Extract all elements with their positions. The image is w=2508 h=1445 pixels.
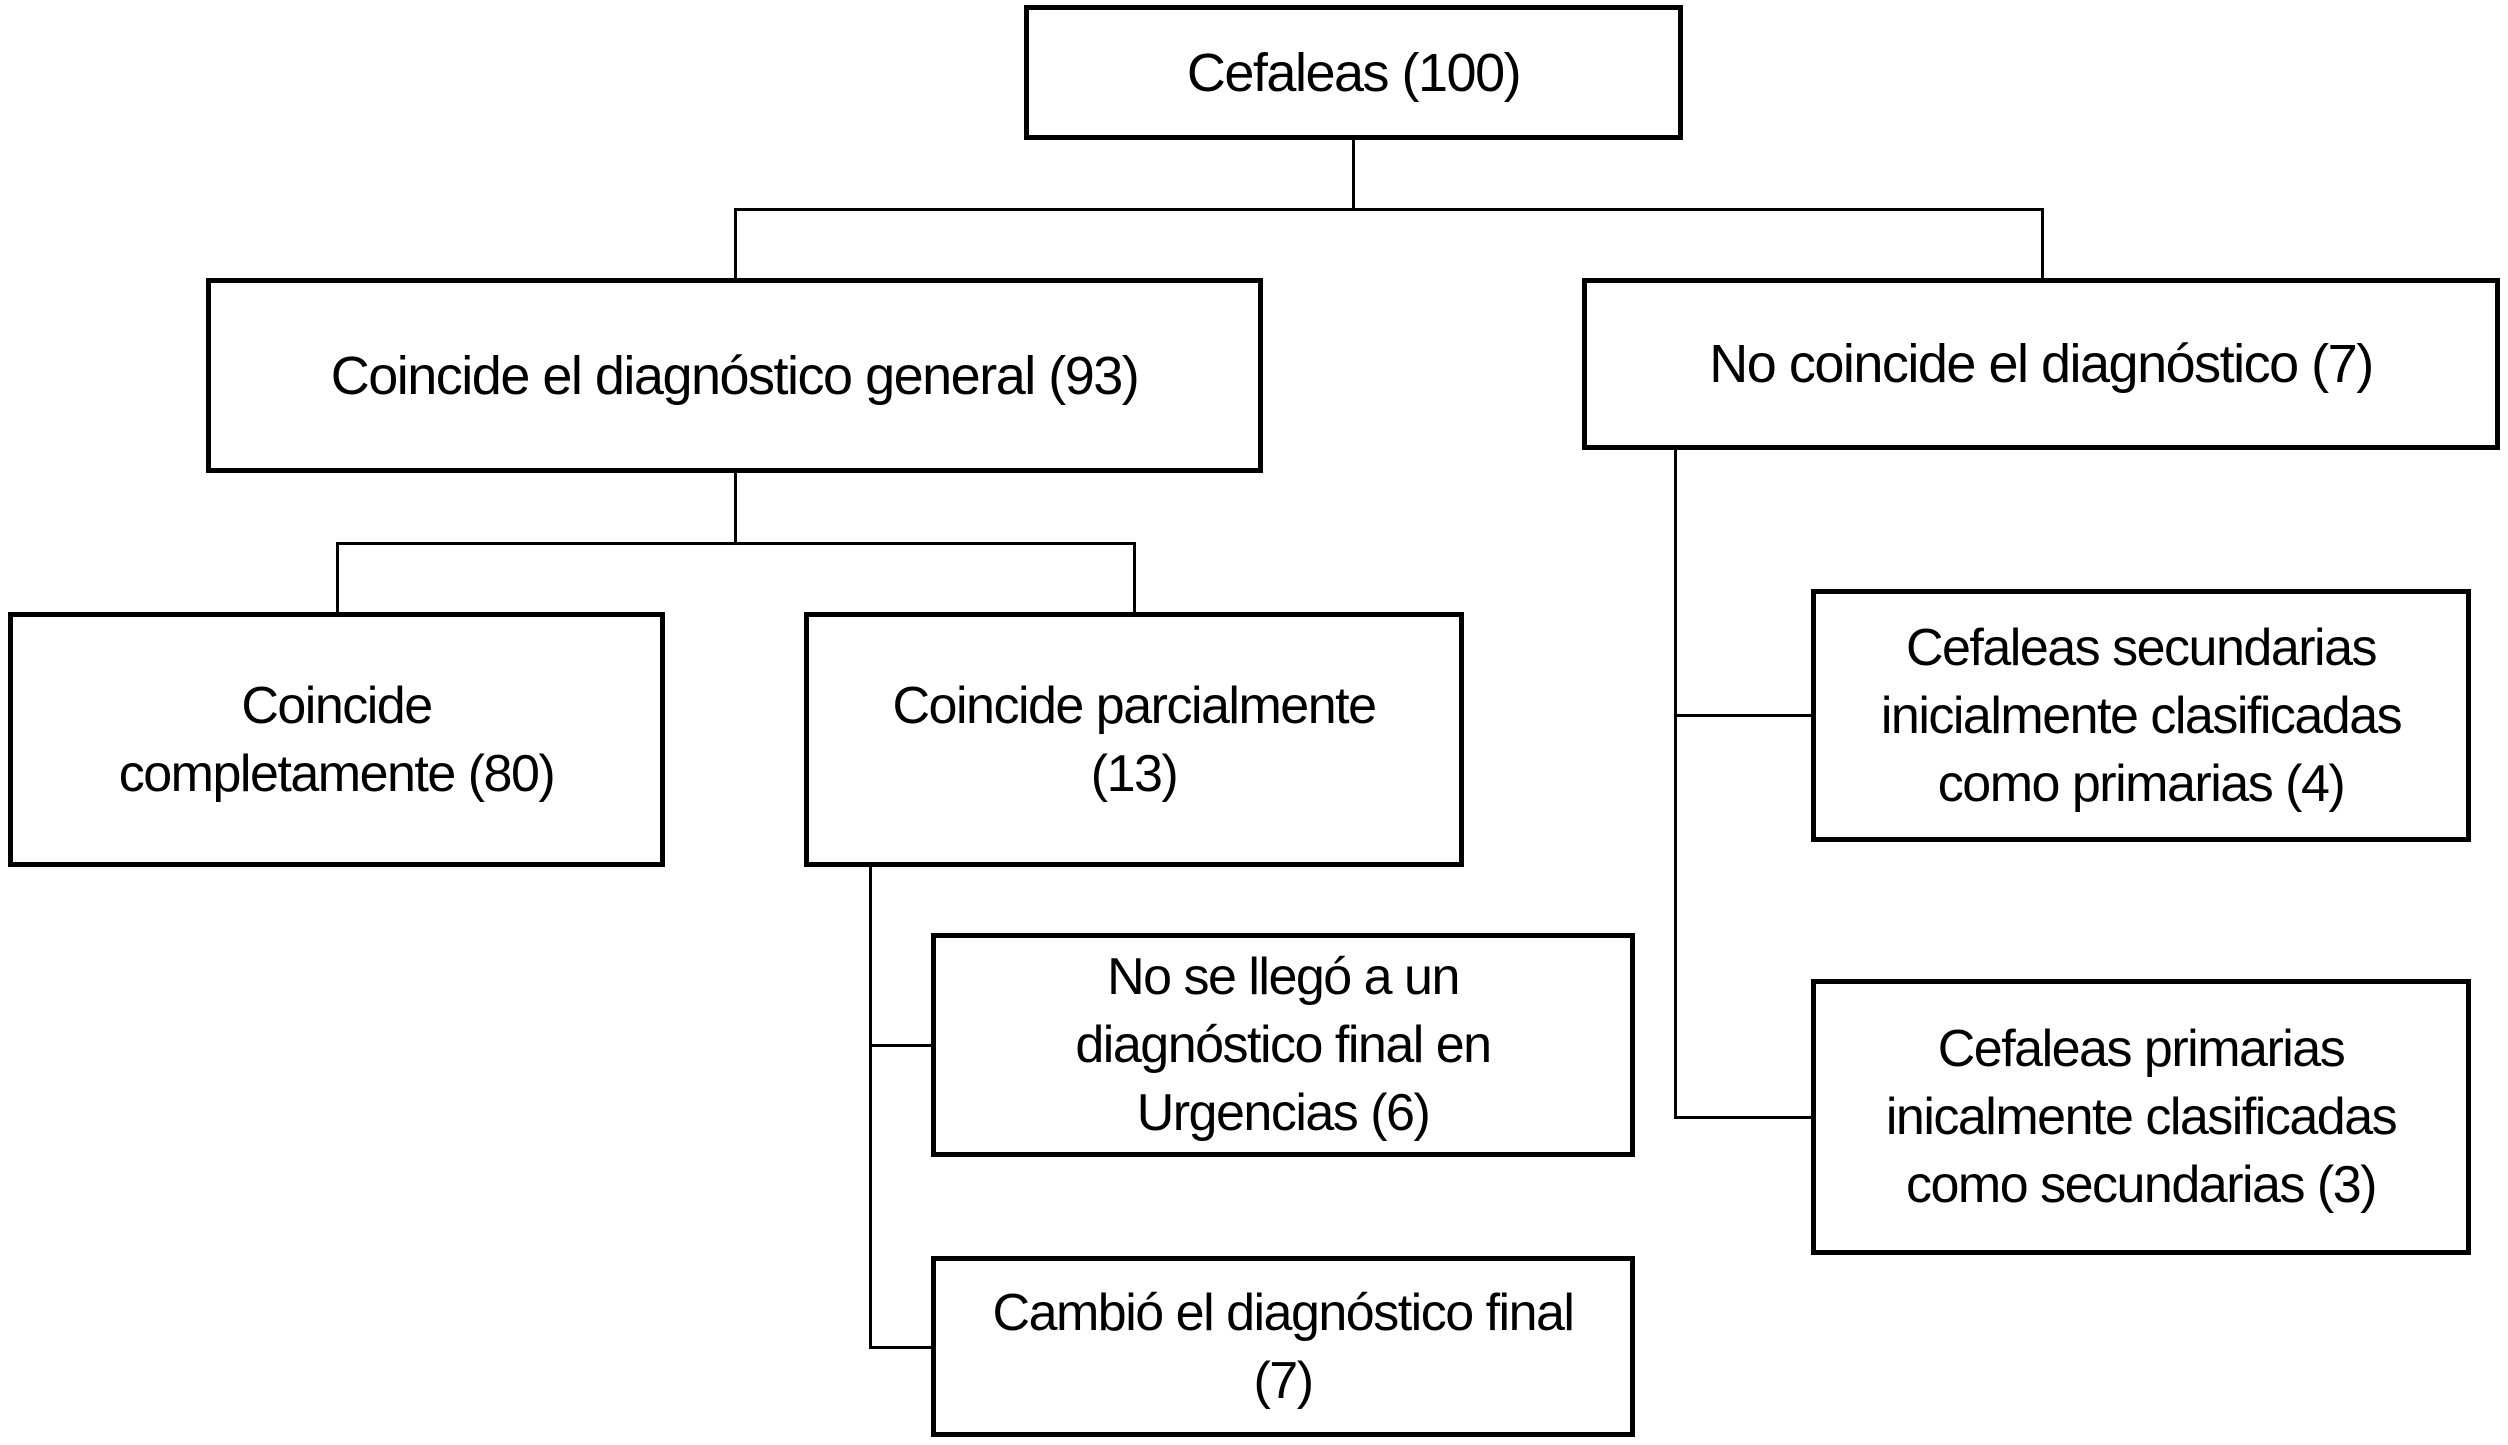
connector-to-primarias-como-secundarias <box>1674 1116 1813 1119</box>
node-label: Coincide el diagnóstico general (93) <box>330 345 1140 406</box>
connector-to-coincide-completamente <box>336 542 339 614</box>
node-label: Coincide parcialmente (13) <box>892 676 1378 803</box>
connector-level2-bus <box>336 542 1136 545</box>
connector-coincide-general-stem <box>734 473 737 544</box>
connector-level1-bus <box>734 208 2044 211</box>
node-label: Coincide completamente (80) <box>118 676 556 803</box>
node-cefaleas-root: Cefaleas (100) <box>1024 5 1683 140</box>
connector-no-coincide-spine <box>1674 450 1677 1119</box>
connector-to-coincide-general <box>734 208 737 280</box>
node-label: Cefaleas secundarias inicialmente clasif… <box>1880 618 2403 813</box>
connector-root-stem <box>1352 140 1355 210</box>
connector-to-cambio-diagnostico <box>869 1346 933 1349</box>
connector-to-secundarias-como-primarias <box>1674 714 1813 717</box>
node-label: Cambió el diagnóstico final (7) <box>992 1283 1575 1410</box>
node-label: No coincide el diagnóstico (7) <box>1709 334 2374 394</box>
node-label: Cefaleas (100) <box>1186 42 1522 103</box>
connector-parcialmente-spine <box>869 867 872 1349</box>
node-label: Cefaleas primarias inicalmente clasifica… <box>1885 1020 2398 1214</box>
node-coincide-general: Coincide el diagnóstico general (93) <box>206 278 1263 473</box>
node-primarias-como-secundarias: Cefaleas primarias inicalmente clasifica… <box>1811 979 2471 1255</box>
node-no-diagnostico-final: No se llegó a un diagnóstico final en Ur… <box>931 933 1635 1157</box>
node-label: No se llegó a un diagnóstico final en Ur… <box>1075 948 1492 1142</box>
node-cambio-diagnostico: Cambió el diagnóstico final (7) <box>931 1256 1635 1437</box>
node-secundarias-como-primarias: Cefaleas secundarias inicialmente clasif… <box>1811 589 2471 842</box>
node-no-coincide: No coincide el diagnóstico (7) <box>1582 278 2500 450</box>
node-coincide-parcialmente: Coincide parcialmente (13) <box>804 612 1464 867</box>
connector-to-no-coincide <box>2041 208 2044 280</box>
node-coincide-completamente: Coincide completamente (80) <box>8 612 665 867</box>
connector-to-no-diagnostico-final <box>869 1044 933 1047</box>
connector-to-coincide-parcialmente <box>1133 542 1136 614</box>
